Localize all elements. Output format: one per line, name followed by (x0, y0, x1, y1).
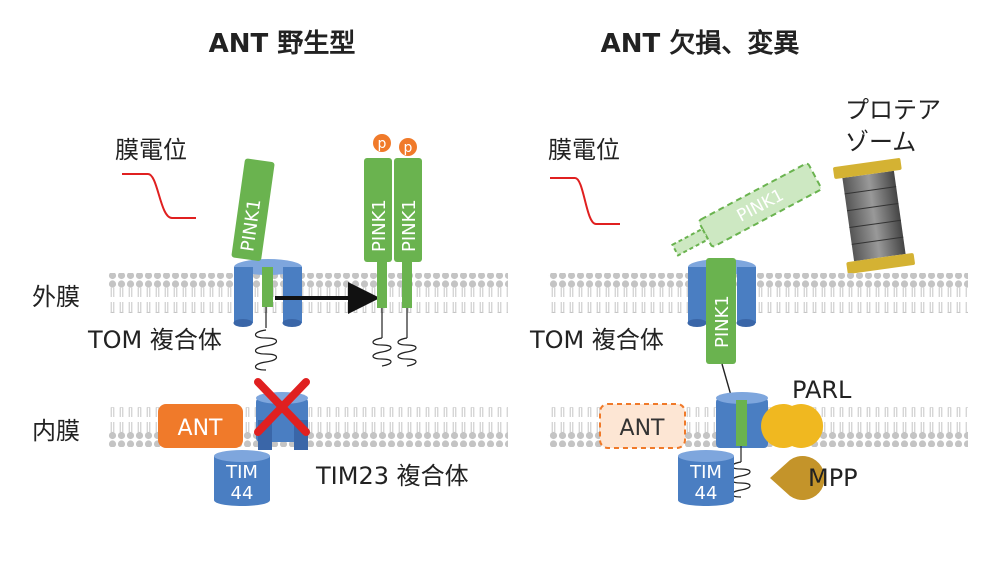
right-mpp (770, 456, 825, 501)
right-tim23-complex (716, 392, 768, 448)
left-block-cross (254, 378, 310, 436)
right-parl (761, 404, 824, 448)
left-ant-label: ANT (178, 416, 224, 441)
right-ant: ANT (599, 403, 686, 449)
left-potential-label: 膜電位 (115, 136, 187, 164)
right-proteasome (833, 158, 915, 274)
left-tim23-label: TIM23 複合体 (315, 462, 469, 490)
left-phospho-label-1: p (378, 136, 387, 152)
right-panel: ANT 欠損、変異 膜電位 プロテア ゾーム PINK1 (529, 28, 968, 506)
left-pink1-dimer: PINK1 PINK1 (364, 158, 422, 367)
right-ant-label: ANT (620, 416, 666, 441)
left-pink1-dimer-label-1: PINK1 (369, 199, 390, 252)
left-phospho-label-2: p (404, 140, 413, 156)
left-outer-membrane (108, 273, 508, 313)
right-pink1-label: PINK1 (712, 295, 733, 348)
right-tim44-line2: 44 (695, 483, 718, 504)
right-proteasome-line2: ゾーム (845, 128, 916, 156)
left-panel: ANT 野生型 膜電位 外膜 内膜 TOM 複合体 PINK1 (32, 29, 508, 506)
right-potential-curve (550, 177, 620, 225)
right-parl-label: PARL (792, 376, 852, 404)
left-title: ANT 野生型 (209, 29, 356, 59)
left-inner-membrane-label: 内膜 (32, 417, 80, 445)
right-tim23-helix (731, 446, 751, 498)
right-tim44-line1: TIM (689, 462, 722, 483)
right-pink1-tom: PINK1 (706, 258, 736, 407)
right-tim44: TIM 44 (678, 450, 734, 506)
right-proteasome-line1: プロテア (845, 96, 941, 124)
left-tom-label: TOM 複合体 (87, 326, 222, 354)
left-tom-complex (233, 259, 302, 327)
left-tim44-line1: TIM (225, 462, 258, 483)
right-tom-label: TOM 複合体 (529, 326, 664, 354)
right-degraded-pink1: PINK1 (671, 162, 822, 257)
left-outer-membrane-label: 外膜 (32, 283, 80, 311)
left-tim44: TIM 44 (214, 450, 270, 506)
left-pink1-tom: PINK1 (231, 158, 275, 262)
left-phospho-2: p (399, 138, 417, 156)
right-title: ANT 欠損、変異 (601, 28, 800, 59)
left-tim44-line2: 44 (231, 483, 254, 504)
left-pink1-dimer-label-2: PINK1 (399, 199, 420, 252)
left-potential-curve (122, 173, 196, 219)
right-potential-label: 膜電位 (548, 136, 620, 164)
left-tom-helix (254, 307, 278, 371)
right-mpp-label: MPP (808, 464, 858, 492)
right-outer-membrane (548, 273, 968, 313)
left-phospho-1: p (373, 134, 391, 152)
left-ant: ANT (158, 404, 243, 448)
